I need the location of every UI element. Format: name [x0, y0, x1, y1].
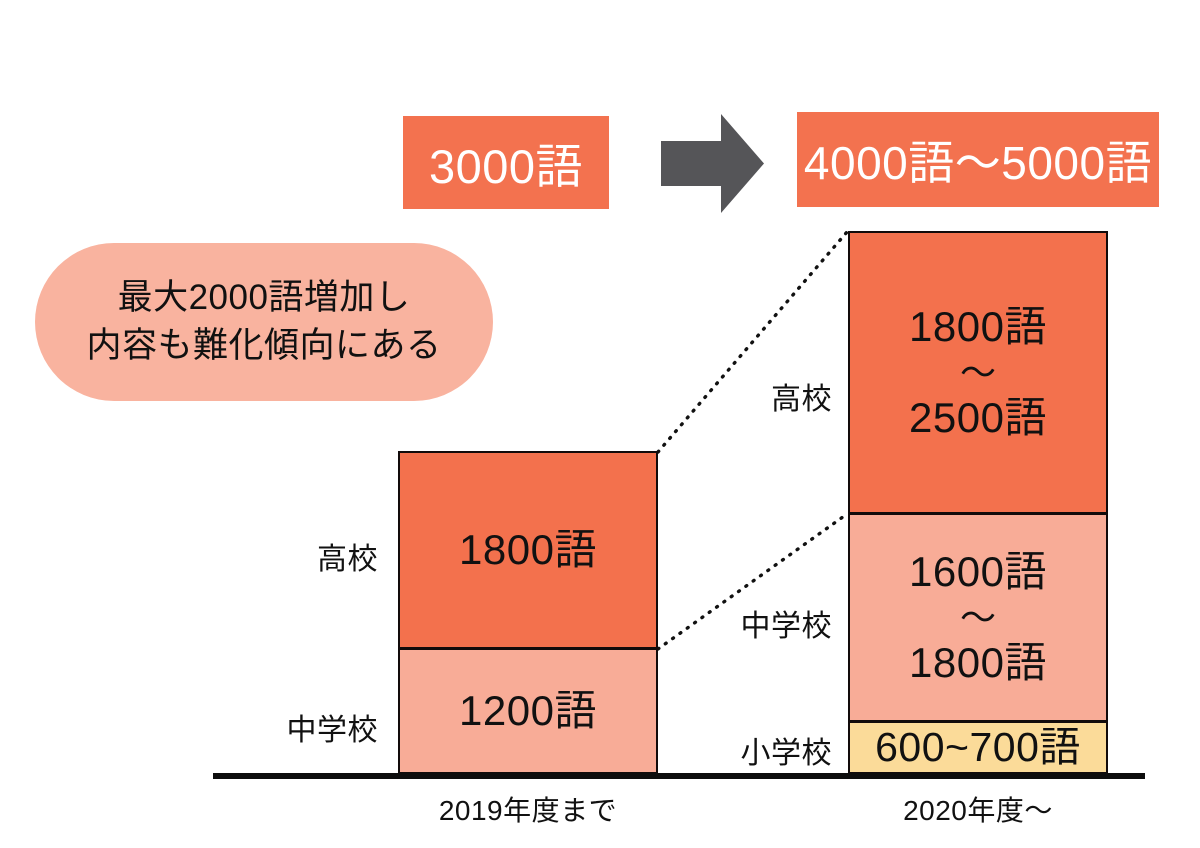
category-label-after-middle-school: 中学校: [740, 610, 832, 643]
axis-label-before: 2019年度まで: [438, 795, 618, 826]
bar-range-tilde-after-middle-school: ～: [959, 596, 996, 638]
bar-segment-after-elementary-school: 600~700語: [848, 721, 1108, 774]
category-label-after-elementary-school: 小学校: [740, 737, 832, 770]
bar-value-after-elementary-school: 600~700語: [875, 724, 1081, 771]
category-label-before-high-school: 高校: [317, 543, 378, 576]
bar-value-after-high-school-max: 2500語: [909, 394, 1047, 442]
bar-segment-after-middle-school: 1600語 ～ 1800語: [848, 513, 1108, 722]
bar-value-before-high-school: 1800語: [459, 526, 597, 574]
bar-segment-before-middle-school: 1200語: [398, 648, 658, 774]
baseline-axis: [213, 773, 1145, 779]
total-badge-after: 4000語～5000語: [797, 112, 1159, 207]
total-badge-before: 3000語: [403, 116, 609, 209]
connector-high-school: [656, 230, 849, 454]
bar-value-after-middle-school-min: 1600語: [909, 547, 1047, 595]
bar-value-after-middle-school-max: 1800語: [909, 639, 1047, 687]
bar-segment-before-high-school: 1800語: [398, 451, 658, 649]
bar-value-before-middle-school: 1200語: [459, 687, 597, 735]
bar-range-tilde-after-high-school: ～: [959, 351, 996, 393]
callout-line-1: 最大2000語増加し: [117, 278, 411, 318]
callout-line-2: 内容も難化傾向にある: [86, 326, 442, 365]
callout-bubble: 最大2000語増加し 内容も難化傾向にある: [35, 243, 493, 401]
bar-segment-after-high-school: 1800語 ～ 2500語: [848, 231, 1108, 514]
category-label-after-high-school: 高校: [771, 383, 832, 416]
bar-value-after-high-school-min: 1800語: [909, 302, 1047, 350]
axis-label-after: 2020年度～: [903, 795, 1053, 826]
arrow-right-icon: [661, 114, 764, 213]
category-label-before-middle-school: 中学校: [286, 714, 378, 747]
